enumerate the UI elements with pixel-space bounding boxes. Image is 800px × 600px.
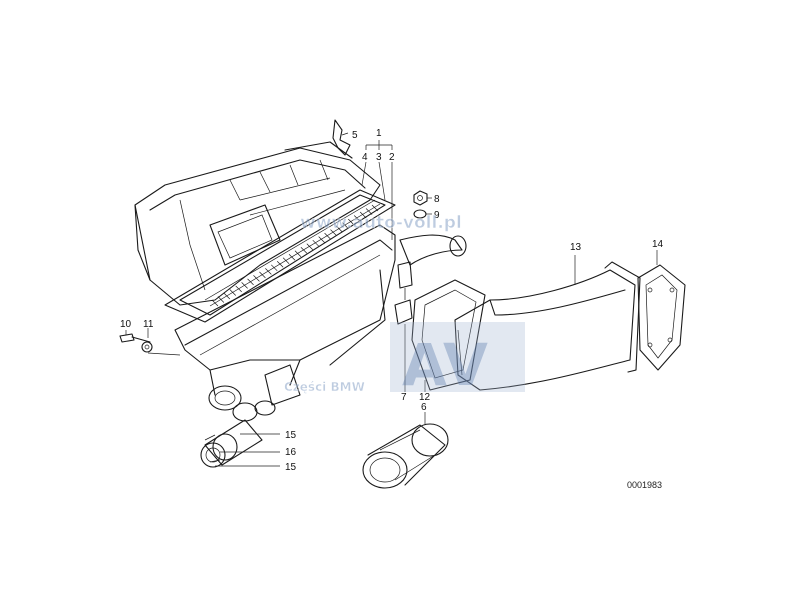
filter-pleat <box>276 261 284 268</box>
callout-6: 6 <box>421 402 427 413</box>
filter-pleat <box>259 271 266 279</box>
filter-pleat <box>235 285 242 293</box>
callout-9: 9 <box>434 210 440 221</box>
gasket-14 <box>637 264 686 371</box>
filter-pleat <box>294 250 302 257</box>
watermark-logo-letters: AV <box>402 331 488 399</box>
filter-pleat <box>265 268 272 275</box>
filter-pleat <box>365 208 373 215</box>
filter-pleat <box>336 225 343 233</box>
callout-12: 12 <box>419 392 431 403</box>
watermark-logo: AV <box>390 322 525 399</box>
callout-4: 4 <box>362 152 368 163</box>
watermark: www.auto-voll.pl AV Części BMW <box>284 213 525 399</box>
filter-pleat <box>223 292 231 300</box>
callout-labels: 1 2 3 4 5 6 7 8 9 10 11 12 13 14 15 15 1… <box>120 128 664 473</box>
leader-lines <box>125 132 658 467</box>
filter-pleat <box>324 232 331 240</box>
filter-pleat <box>353 215 361 222</box>
filter-pleat <box>217 296 225 303</box>
filter-pleat <box>359 211 367 219</box>
filter-pleat <box>211 299 219 307</box>
bolt-10 <box>119 333 151 343</box>
watermark-url: www.auto-voll.pl <box>300 213 462 233</box>
callout-10: 10 <box>120 319 132 330</box>
filter-pleat <box>247 278 254 286</box>
filter-pleat <box>306 243 314 250</box>
rubber-boot-6 <box>362 423 449 489</box>
bracket-7 <box>394 261 413 325</box>
intake-elbow <box>399 234 467 266</box>
callout-3: 3 <box>376 152 382 163</box>
air-duct-13 <box>454 261 641 391</box>
callout-1: 1 <box>376 128 382 139</box>
watermark-text: Części BMW <box>284 380 365 394</box>
clip-5 <box>332 119 351 156</box>
callout-7: 7 <box>401 392 407 403</box>
air-cleaner-lid <box>134 141 381 306</box>
callout-15-upper: 15 <box>285 430 297 441</box>
callout-13: 13 <box>570 242 582 253</box>
air-filter-element <box>164 189 396 323</box>
filter-pleat <box>371 204 379 212</box>
callout-16: 16 <box>285 447 297 458</box>
filter-pleat <box>342 222 349 229</box>
filter-pleat <box>282 257 290 265</box>
callout-8: 8 <box>434 194 440 205</box>
air-cleaner-housing-lower <box>174 224 396 411</box>
filter-pleat <box>330 229 337 236</box>
reference-code: 0001983 <box>627 480 662 490</box>
filter-pleat <box>312 239 319 247</box>
gasket-12 <box>411 279 486 391</box>
filter-pleat <box>229 289 237 296</box>
filter-pleat <box>288 254 296 261</box>
callout-5: 5 <box>352 130 358 141</box>
callout-14: 14 <box>652 239 664 250</box>
callout-15-lower: 15 <box>285 462 297 473</box>
nut-8 <box>413 190 428 206</box>
filter-pleat <box>253 275 260 282</box>
filter-pleat <box>300 246 308 254</box>
callout-2: 2 <box>389 152 395 163</box>
filter-pleat <box>271 264 278 272</box>
callout-11: 11 <box>143 319 154 330</box>
filter-pleat <box>241 282 248 289</box>
intake-sleeve-assembly <box>200 400 276 468</box>
washer-11 <box>141 341 153 353</box>
filter-pleat <box>318 236 325 243</box>
filter-pleat <box>348 218 355 226</box>
